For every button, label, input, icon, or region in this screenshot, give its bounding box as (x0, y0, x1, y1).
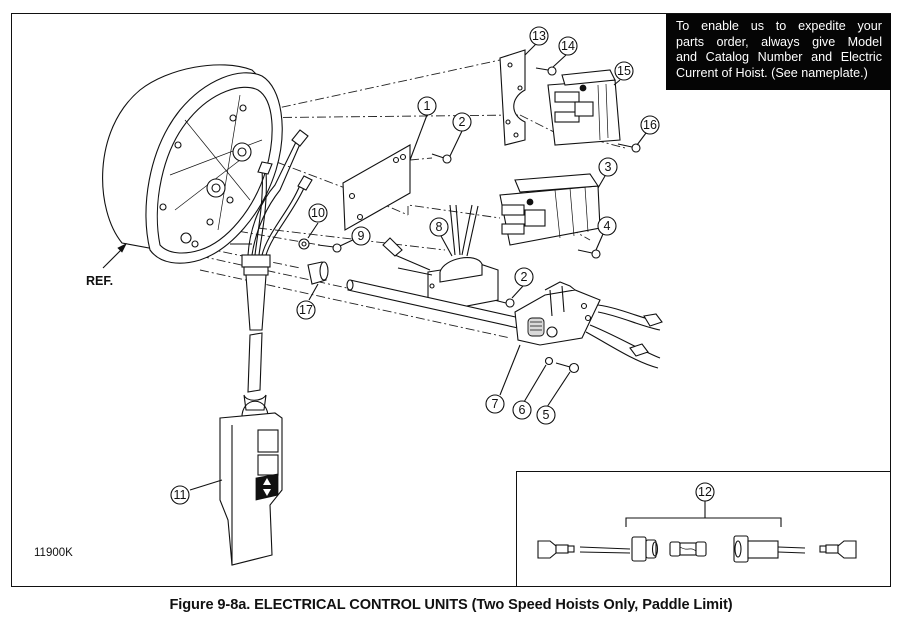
leader-lines (189, 43, 647, 491)
svg-text:15: 15 (617, 64, 631, 78)
callout-3: 3 (598, 157, 618, 177)
ordering-note-line: and Catalog Number and Electric (676, 50, 882, 65)
callout-8: 8 (429, 217, 449, 237)
wire-harness (241, 129, 313, 393)
callout-13: 13 (529, 26, 549, 46)
svg-text:5: 5 (543, 408, 550, 422)
ordering-note-line: To enable us to expedite your (676, 19, 882, 33)
ordering-note-line: Current of Hoist. (See nameplate.) (676, 65, 868, 80)
diagram-frame (11, 13, 891, 587)
screws (298, 66, 641, 374)
svg-text:7: 7 (492, 397, 499, 411)
contactor-lower (499, 173, 601, 246)
callout-14: 14 (558, 36, 578, 56)
fuse-holder-assembly (537, 501, 857, 563)
svg-text:2: 2 (459, 115, 466, 129)
callout-17: 17 (296, 300, 316, 320)
svg-text:16: 16 (643, 118, 657, 132)
contactor-upper (547, 69, 621, 146)
callout-11: 11 (170, 485, 190, 505)
svg-text:13: 13 (532, 29, 546, 43)
svg-text:17: 17 (299, 303, 313, 317)
paddle-limit-switch (514, 281, 663, 369)
callout-4: 4 (597, 216, 617, 236)
drawing-code: 11900K (34, 547, 73, 559)
callout-2-lower: 2 (514, 267, 534, 287)
pendant-station (219, 394, 283, 566)
mounting-plate (342, 144, 411, 231)
svg-text:11: 11 (174, 488, 187, 502)
svg-text:3: 3 (605, 160, 612, 174)
svg-text:8: 8 (436, 220, 443, 234)
callout-6: 6 (512, 400, 532, 420)
fuse-detail-inset (516, 471, 891, 587)
ref-label: REF. (86, 274, 114, 288)
callout-16: 16 (640, 115, 660, 135)
svg-text:10: 10 (311, 206, 325, 220)
callout-2-upper: 2 (452, 112, 472, 132)
svg-text:4: 4 (604, 219, 611, 233)
callout-9: 9 (351, 226, 371, 246)
callout-15: 15 (614, 61, 634, 81)
callout-10: 10 (308, 203, 328, 223)
bracket (499, 49, 526, 146)
ordering-note-line: parts order, always give Model (676, 34, 882, 49)
svg-text:9: 9 (358, 229, 365, 243)
callout-7: 7 (485, 394, 505, 414)
svg-text:14: 14 (561, 39, 575, 53)
svg-text:2: 2 (521, 270, 528, 284)
callout-5: 5 (536, 405, 556, 425)
ref-arrow (102, 243, 127, 269)
callout-1: 1 (417, 96, 437, 116)
transformer (382, 204, 499, 311)
svg-text:12: 12 (698, 485, 712, 499)
callout-12: 12 (695, 482, 715, 502)
ordering-note: To enable us to expedite your parts orde… (666, 14, 891, 90)
svg-text:1: 1 (424, 99, 431, 113)
motor-housing (102, 64, 283, 264)
figure-caption: Figure 9-8a. ELECTRICAL CONTROL UNITS (T… (169, 597, 733, 613)
spacer (307, 261, 329, 285)
svg-text:6: 6 (519, 403, 526, 417)
